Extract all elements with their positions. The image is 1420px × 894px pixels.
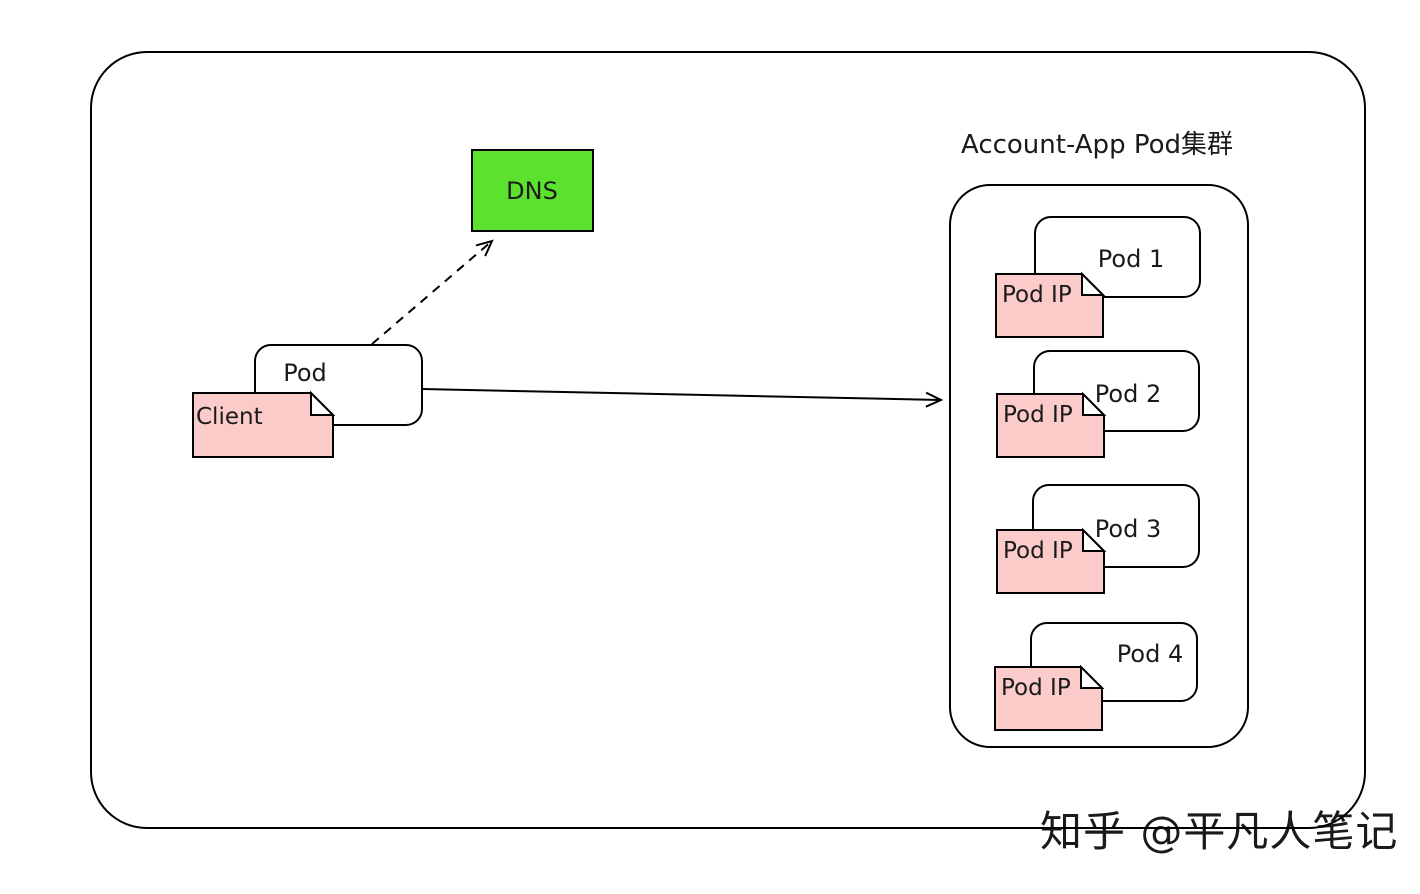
pod-to-cluster-arrow	[421, 388, 944, 408]
cluster-group: Account-App Pod集群 Pod 1 Pod IP Pod 2 Pod…	[949, 130, 1249, 748]
pod3-label: Pod 3	[1095, 515, 1161, 543]
cluster-box	[949, 184, 1249, 748]
pod4-label: Pod 4	[1117, 640, 1183, 668]
pod2-node: Pod 2 Pod IP	[996, 350, 1200, 458]
pod4-ip-note-fold	[1080, 664, 1105, 689]
pod4-node: Pod 4 Pod IP	[994, 622, 1198, 731]
client-note-label: Client	[196, 404, 263, 430]
dns-node: DNS	[471, 149, 594, 232]
pod1-node: Pod 1 Pod IP	[995, 216, 1201, 338]
pod3-node: Pod 3 Pod IP	[996, 484, 1200, 594]
client-note-fold	[310, 390, 336, 416]
watermark-text: 知乎 @平凡人笔记	[1040, 807, 1398, 856]
pod-to-dns-arrow	[371, 239, 494, 345]
pod3-ip-note-body	[996, 529, 1105, 594]
pod3-ip-label: Pod IP	[1003, 538, 1073, 564]
client-note: Client	[192, 390, 336, 458]
pod3-ip-note-fold	[1082, 527, 1107, 552]
client-note-body	[192, 392, 334, 458]
outer-boundary	[90, 51, 1366, 829]
pod1-ip-note-body	[995, 273, 1104, 338]
cluster-title: Account-App Pod集群	[961, 130, 1233, 160]
pod1-label: Pod 1	[1098, 245, 1164, 273]
dns-label: DNS	[506, 177, 558, 205]
pod2-ip-note-body	[996, 393, 1105, 458]
pod2-ip-label: Pod IP	[1003, 402, 1073, 428]
pod2-ip-note-fold	[1082, 391, 1107, 416]
client-pod-label: Pod	[283, 359, 327, 387]
pod4-ip-note-body	[994, 666, 1103, 731]
pod2-label: Pod 2	[1095, 380, 1161, 408]
dns-box	[471, 149, 594, 232]
pod1-ip-label: Pod IP	[1002, 282, 1072, 308]
pod4-ip-label: Pod IP	[1001, 675, 1071, 701]
pod1-ip-note-fold	[1081, 271, 1106, 296]
